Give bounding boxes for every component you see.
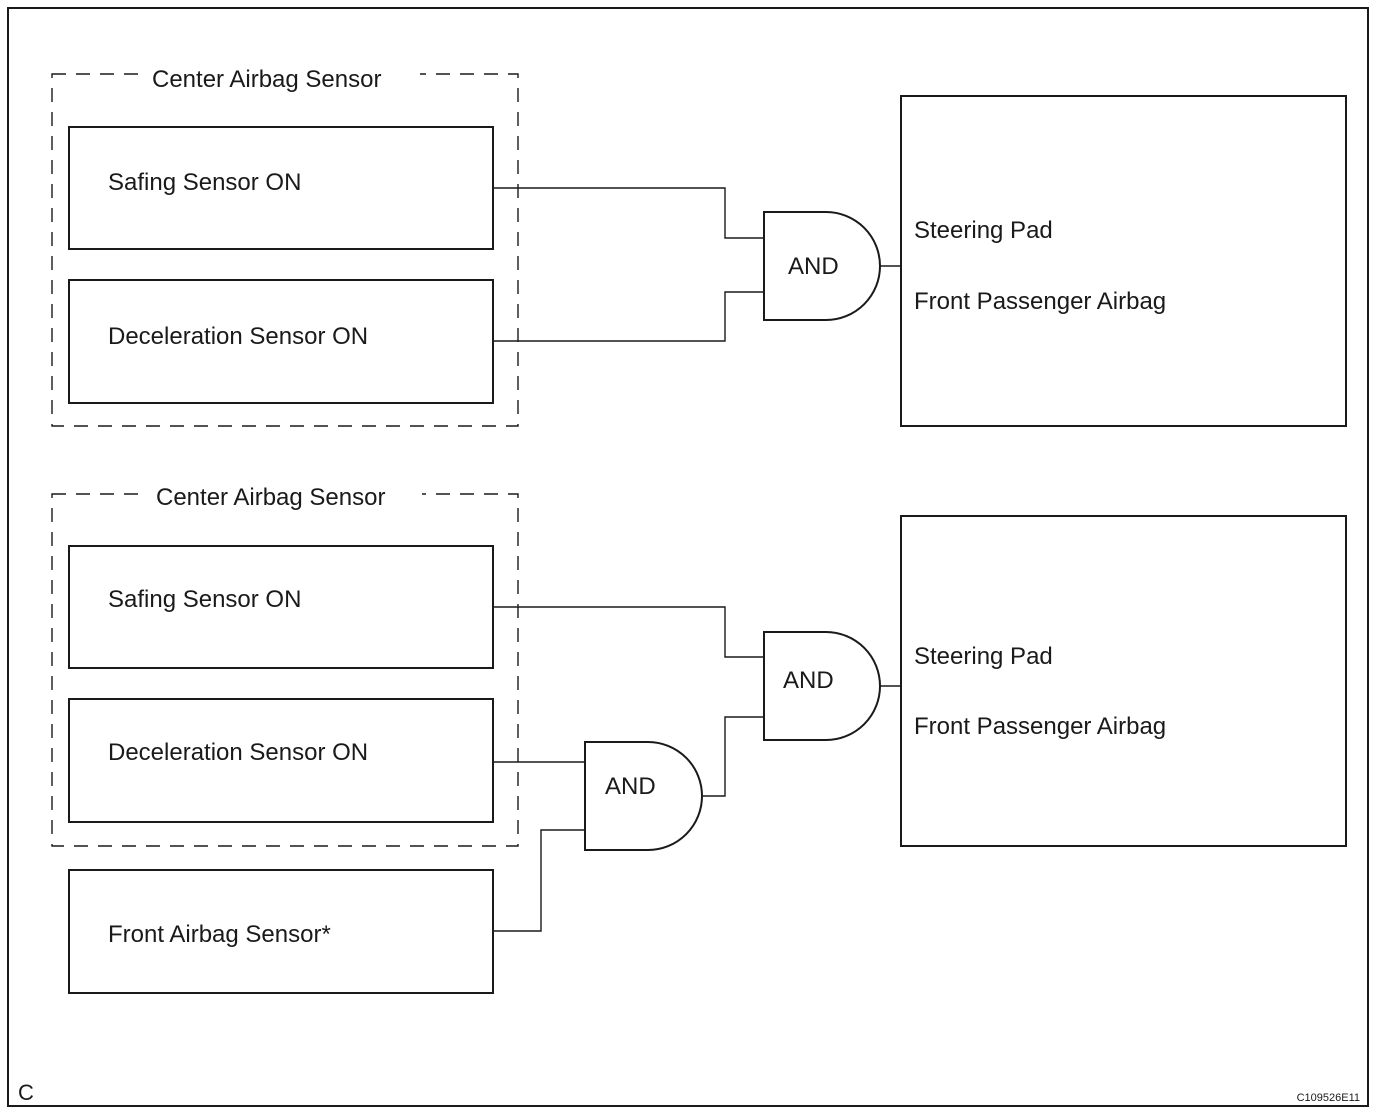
top-group-label: Center Airbag Sensor [152,66,381,93]
bottom-safing-sensor-box [68,545,494,669]
bottom-wire-inner-gate-output [702,716,764,797]
top-and-gate-label: AND [788,253,839,280]
top-output-box [900,95,1347,427]
bottom-output-steering-pad: Steering Pad [914,643,1053,670]
bottom-wire-front-airbag [493,829,585,932]
bottom-group-label: Center Airbag Sensor [156,484,385,511]
top-and-gate [763,211,881,321]
bottom-output-box [900,515,1347,847]
bottom-outer-and-gate [763,631,881,741]
corner-label: C [18,1080,34,1105]
top-wire-safing [493,187,764,239]
top-group-label-mask [142,62,420,88]
bottom-deceleration-sensor-label: Deceleration Sensor ON [108,739,368,766]
bottom-outer-and-gate-label: AND [783,667,834,694]
figure-code: C109526E11 [1297,1092,1360,1104]
bottom-group-label-mask [146,482,422,508]
top-diagram: Center Airbag Sensor Safing Sensor ON De… [51,62,1347,427]
bottom-output-front-passenger-airbag: Front Passenger Airbag [914,713,1166,740]
bottom-safing-sensor-label: Safing Sensor ON [108,586,301,613]
top-deceleration-sensor-label: Deceleration Sensor ON [108,323,368,350]
top-output-front-passenger-airbag: Front Passenger Airbag [914,288,1166,315]
top-output-steering-pad: Steering Pad [914,217,1053,244]
bottom-deceleration-sensor-box [68,698,494,823]
top-safing-sensor-label: Safing Sensor ON [108,169,301,196]
bottom-wire-safing [493,606,764,658]
top-wire-deceleration [493,291,764,342]
bottom-inner-and-gate-label: AND [605,773,656,800]
bottom-front-airbag-sensor-label: Front Airbag Sensor* [108,921,331,948]
outer-border [7,7,1369,1107]
bottom-diagram: Center Airbag Sensor Safing Sensor ON De… [51,482,1347,994]
top-deceleration-sensor-box [68,279,494,404]
bottom-inner-and-gate [584,741,703,851]
top-safing-sensor-box [68,126,494,250]
bottom-front-airbag-sensor-box [68,869,494,994]
